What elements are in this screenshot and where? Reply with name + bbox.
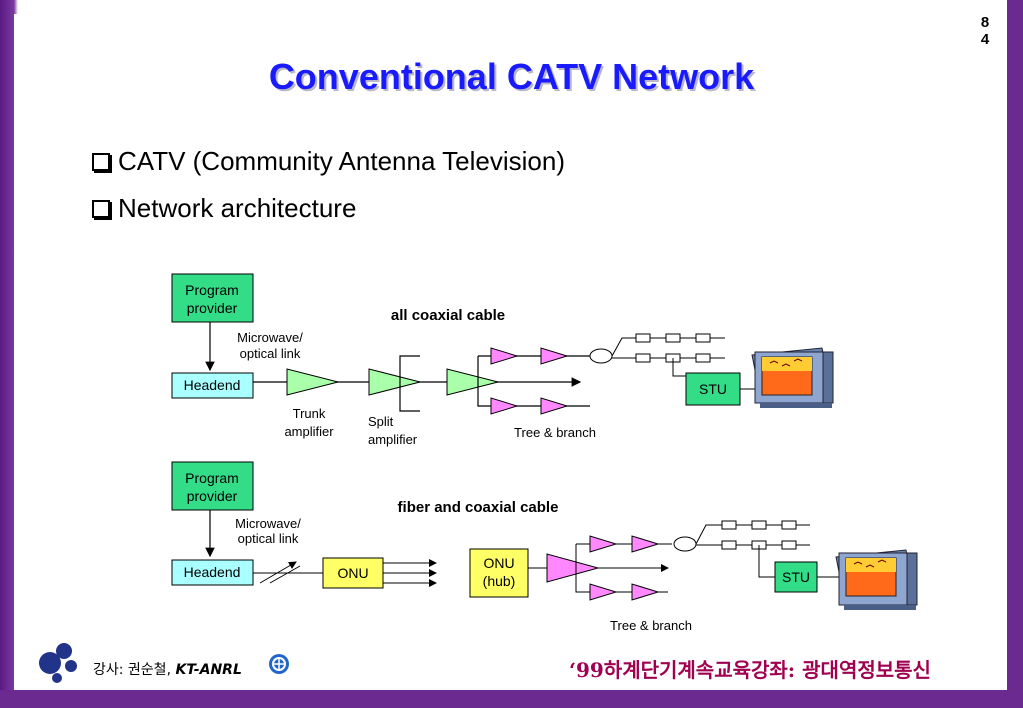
tap-icon (721, 540, 737, 550)
stu-box (774, 561, 818, 593)
branch-amp-icon (540, 397, 569, 415)
page-number-line-1: 8 (980, 14, 990, 31)
tv-icon (835, 549, 918, 610)
lecturer-org: KT-ANRL (175, 662, 242, 678)
tv-icon (751, 347, 834, 408)
branch-amp-icon (631, 535, 660, 553)
trunk-amplifier-label-2: amplifier (284, 424, 334, 439)
fiber-coaxial-heading: fiber and coaxial cable (398, 499, 559, 516)
split-amplifier-icon (368, 368, 421, 396)
headend-label: Headend (184, 564, 241, 580)
link-label-2: optical link (240, 346, 301, 361)
tap-icon (721, 520, 737, 530)
bullet-network: Network architecture (92, 193, 356, 224)
splitter-icon (589, 348, 613, 364)
trunk-amplifier-icon (286, 368, 339, 396)
tap-icon (781, 520, 797, 530)
footer-lecturer: 강사: 권순철, KT-ANRL (93, 659, 242, 679)
program-provider-label-1: Program (185, 470, 239, 486)
trunk-amplifier-label-1: Trunk (293, 406, 326, 421)
checkbox-bullet-icon (92, 152, 110, 171)
onu-label: ONU (337, 565, 368, 581)
tap-icon (635, 353, 651, 363)
headend-label: Headend (184, 377, 241, 393)
branch-amp-icon (490, 347, 519, 365)
diagram-top: Program provider Microwave/ optical link… (171, 273, 834, 447)
tap-icon (665, 333, 681, 343)
page-number-line-2: 4 (980, 31, 990, 48)
splitter-icon (673, 536, 697, 552)
tap-icon (635, 333, 651, 343)
link-label-2: optical link (238, 531, 299, 546)
headend-box (171, 559, 254, 586)
stu-label: STU (699, 381, 727, 397)
kt-logo-icon (39, 643, 77, 683)
tree-branch-label: Tree & branch (514, 425, 596, 440)
branch-amp-icon (589, 535, 618, 553)
program-provider-label-1: Program (185, 282, 239, 298)
checkbox-bullet-icon (92, 199, 110, 218)
tap-icon (695, 353, 711, 363)
tap-icon (695, 333, 711, 343)
all-coaxial-heading: all coaxial cable (391, 307, 505, 324)
diagram-bottom: Program provider Microwave/ optical link… (171, 461, 918, 633)
fiber-link-icon (259, 561, 297, 584)
stu-label: STU (782, 569, 810, 585)
program-provider-box (171, 461, 254, 511)
slide-title: Conventional CATV Network (268, 56, 755, 97)
onu-hub-label-2: (hub) (483, 573, 516, 589)
onu-hub-box (469, 548, 529, 598)
frame-right (1007, 0, 1023, 708)
bullet-catv-text: CATV (Community Antenna Television) (118, 146, 566, 176)
link-label-1: Microwave/ (237, 330, 303, 345)
branch-amp-icon (540, 347, 569, 365)
split-amplifier-label-2: amplifier (368, 432, 418, 447)
program-provider-label-2: provider (187, 300, 238, 316)
program-provider-label-2: provider (187, 488, 238, 504)
distribution-amp-icon (546, 553, 600, 583)
trunk-amplifier-2-icon (446, 368, 499, 396)
stu-box (685, 372, 741, 406)
anrl-logo-icon (269, 654, 289, 674)
split-amplifier-label-1: Split (368, 414, 394, 429)
tree-branch-label: Tree & branch (610, 618, 692, 633)
tap-icon (751, 520, 767, 530)
bullet-catv: CATV (Community Antenna Television) (92, 146, 565, 177)
onu-box (322, 557, 384, 589)
branch-amp-icon (631, 583, 660, 601)
page-number: 8 4 (975, 14, 995, 48)
lecturer-name: 강사: 권순철, (93, 662, 176, 678)
link-label-1: Microwave/ (235, 516, 301, 531)
headend-box (171, 372, 254, 399)
footer-course-title: ‘99하계단기계속교육강좌: 광대역정보통신 (569, 658, 931, 682)
bullet-network-text: Network architecture (118, 193, 357, 223)
onu-hub-label-1: ONU (483, 555, 514, 571)
program-provider-box (171, 273, 254, 323)
branch-amp-icon (490, 397, 519, 415)
frame-bottom (0, 690, 1023, 708)
branch-amp-icon (589, 583, 618, 601)
tap-icon (781, 540, 797, 550)
